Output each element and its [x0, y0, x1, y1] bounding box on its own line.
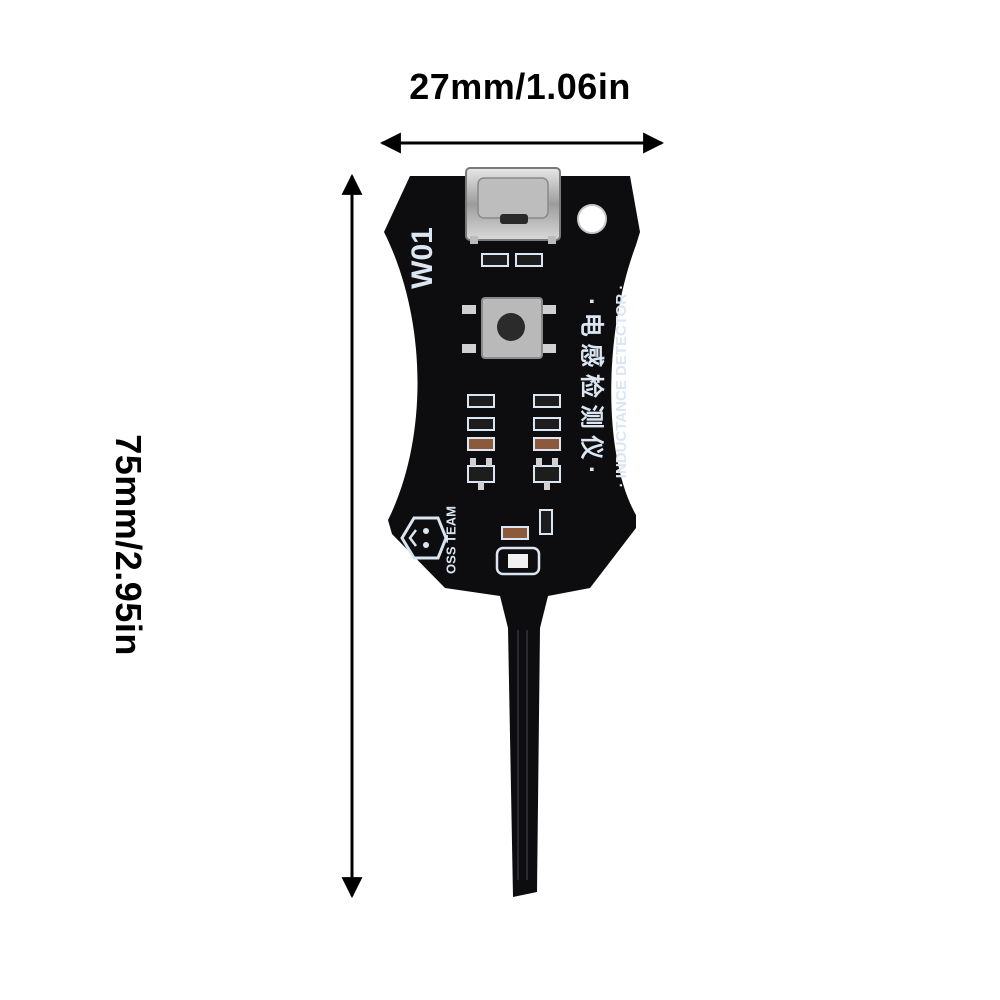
led-indicator: [495, 546, 541, 576]
smd-components: [467, 394, 561, 540]
oss-team-logo-icon: [400, 516, 448, 560]
push-button: [462, 297, 556, 359]
english-product-name: · INDUCTANCE DETECTOR ·: [613, 285, 630, 488]
probe-traces: [517, 630, 528, 880]
height-dimension-label: 75mm/2.95in: [108, 434, 149, 656]
brand-label: OSS TEAM: [443, 506, 458, 574]
model-label: W01: [406, 227, 439, 289]
smd-resistors-top: [481, 253, 543, 267]
usb-c-connector: [465, 167, 561, 244]
mounting-hole: [577, 204, 607, 234]
width-dimension-label: 27mm/1.06in: [409, 66, 631, 107]
chinese-product-name: · 电 感 检 测 仪 ·: [578, 298, 606, 474]
transistors: [467, 458, 561, 490]
